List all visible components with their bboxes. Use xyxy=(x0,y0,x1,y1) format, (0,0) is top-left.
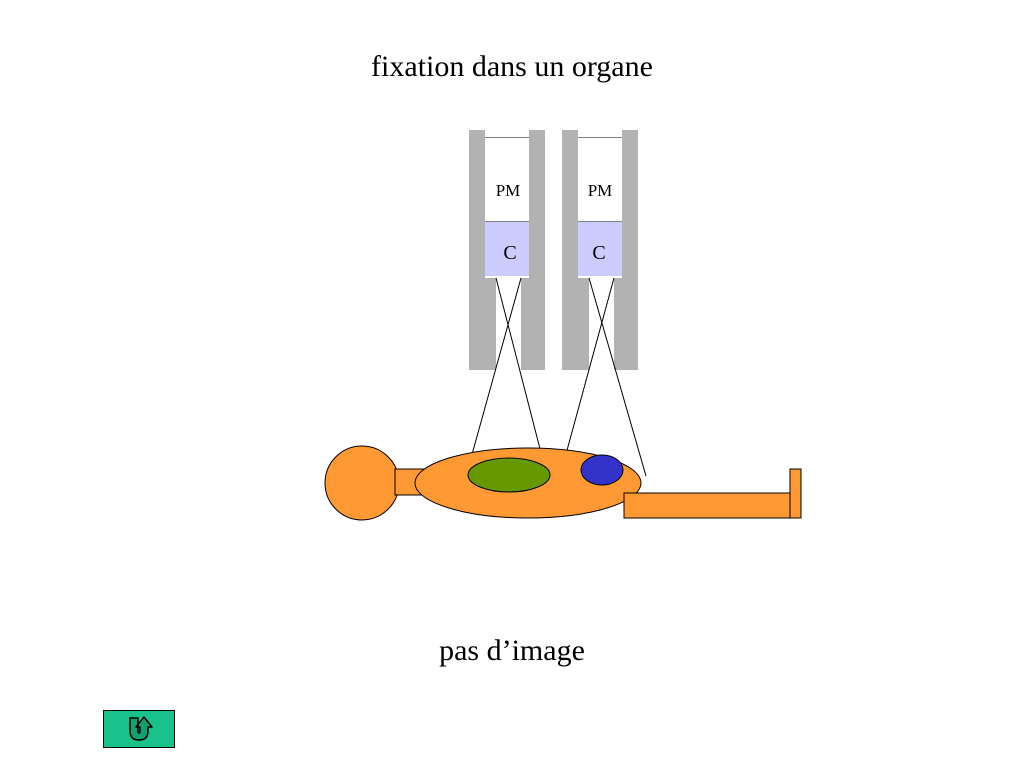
acceptance-line-right xyxy=(465,277,522,477)
fixation-spot xyxy=(580,454,624,486)
slide-title: fixation dans un organe xyxy=(371,50,653,83)
acceptance-line-left xyxy=(495,277,548,477)
crystal-label: C xyxy=(503,242,516,264)
u-turn-arrow-icon xyxy=(129,716,153,741)
collimator-lower-left-block xyxy=(469,278,496,370)
pm-label: PM xyxy=(496,181,521,200)
photomultiplier xyxy=(578,138,622,222)
acceptance-line-left xyxy=(588,277,647,477)
crystal xyxy=(578,222,622,276)
collimator-lower-right-block xyxy=(521,278,545,370)
crystal xyxy=(485,222,529,276)
patient-feet xyxy=(789,468,802,519)
collimator-upper-right-wall xyxy=(622,130,638,278)
target-organ xyxy=(467,457,551,493)
collimator-lower-right-block xyxy=(614,278,638,370)
collimator-upper-right-wall xyxy=(529,130,545,278)
collimator-upper-left-wall xyxy=(562,130,578,278)
photomultiplier xyxy=(485,138,529,222)
pm-label: PM xyxy=(588,181,613,200)
back-button[interactable] xyxy=(103,710,175,748)
acceptance-line-right xyxy=(559,277,615,477)
collimator-lower-left-block xyxy=(562,278,589,370)
collimator-upper-left-wall xyxy=(469,130,485,278)
patient-legs xyxy=(623,492,793,519)
caption: pas d’image xyxy=(439,634,585,667)
patient-figure xyxy=(324,445,802,521)
detector-2: PM C xyxy=(559,130,647,477)
crystal-label: C xyxy=(592,242,605,264)
detector-1: PM C xyxy=(465,130,548,477)
patient-head xyxy=(324,445,400,521)
